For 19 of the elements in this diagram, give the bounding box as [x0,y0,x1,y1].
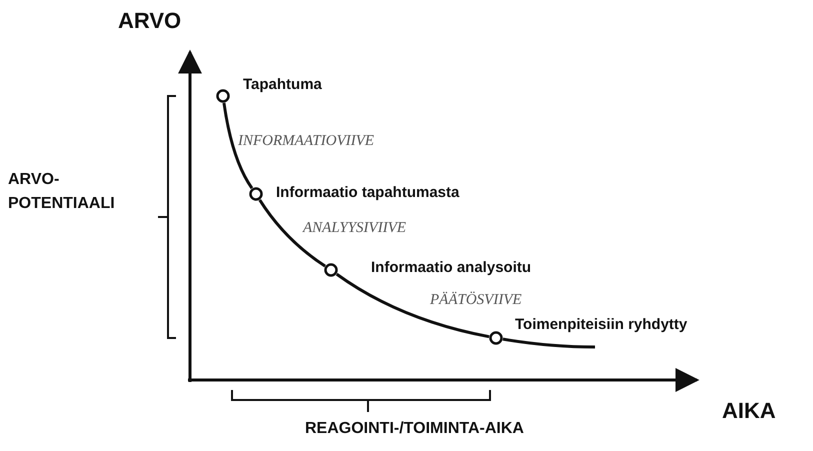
axis-bracket-label: ARVO-POTENTIAALI [8,170,116,214]
edge-label: ANALYYSIVIIVE [303,220,406,237]
bracket-label: REAGOINTI-/TOIMINTA-AIKA [305,420,524,438]
point-label: Toimenpiteisiin ryhdytty [515,316,688,333]
curve-segment [336,272,490,338]
curve-segment [502,338,596,348]
point-marker [249,187,263,201]
point-label: Informaatio analysoitu [371,259,532,276]
edge-label: INFORMAATIOVIIVE [238,133,374,150]
curve-segment [222,102,254,190]
edge-label: PÄÄTÖSVIIVE [430,292,522,309]
curve-segment [258,199,326,268]
axis-title: AIKA [722,398,776,424]
point-label: Tapahtuma [243,76,322,93]
point-marker [216,89,230,103]
point-label: Informaatio tapahtumasta [276,184,460,201]
axis-title: ARVO [118,8,182,34]
point-marker [324,263,338,277]
point-marker [489,331,503,345]
